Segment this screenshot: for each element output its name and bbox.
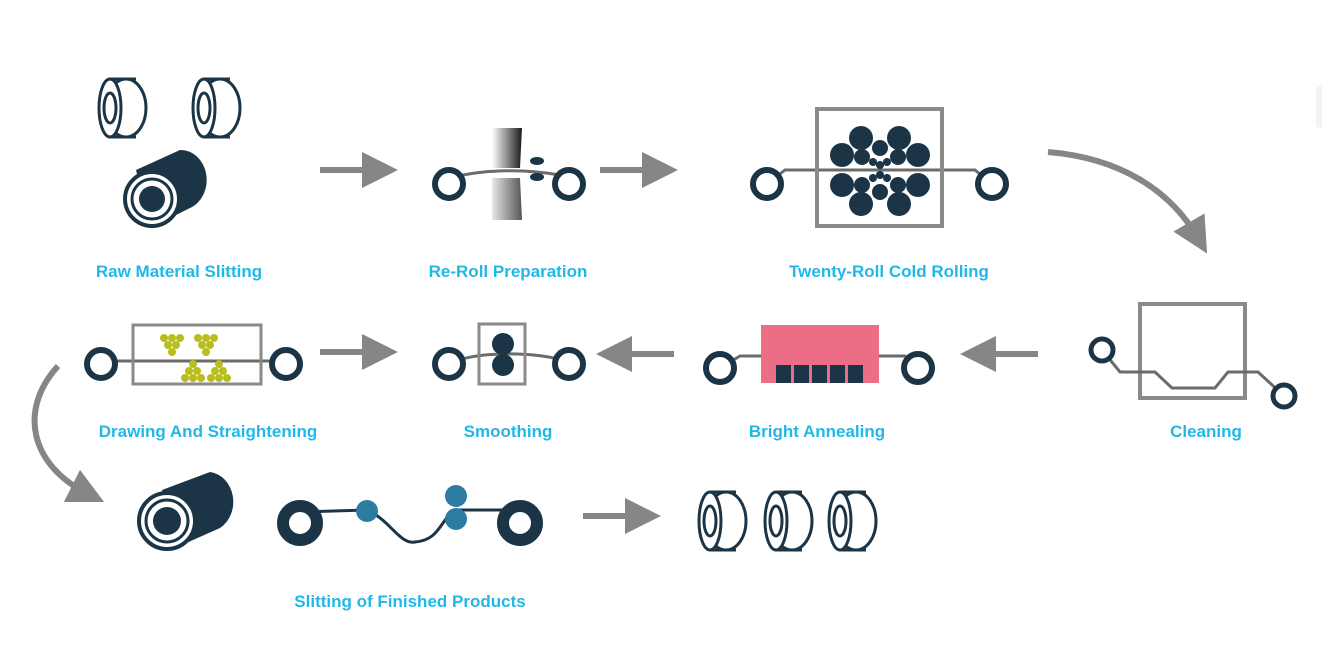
bright-annealing-illustration [703, 325, 935, 385]
slit-coil-icon [763, 490, 814, 552]
step-label-smoothing: Smoothing [464, 422, 553, 441]
slit-coil-icon [697, 490, 748, 552]
roller-icon [492, 333, 514, 355]
reel-icon [552, 167, 586, 201]
step-label-cleaning: Cleaning [1170, 422, 1242, 441]
cluster-rollers-icon [830, 126, 930, 216]
straightening-balls-icon [160, 334, 231, 382]
slit-coil-icon [97, 77, 148, 139]
straightener-frame [131, 323, 263, 386]
cutting-blade-icon [492, 128, 522, 168]
steel-coil-icon [123, 149, 207, 228]
furnace-burners [776, 365, 863, 383]
flow-arrow [1047, 149, 1208, 254]
reel-icon [497, 500, 543, 546]
roller-icon [530, 157, 544, 165]
reel-icon [703, 351, 737, 385]
slit-coil-icon [827, 490, 878, 552]
cutting-blade-icon [492, 178, 522, 220]
step-label-twenty-roll-cold-rolling: Twenty-Roll Cold Rolling [789, 262, 989, 281]
smoothing-illustration [432, 322, 586, 386]
raw-material-slitting-illustration [97, 77, 242, 228]
side-tab[interactable] [1316, 86, 1322, 128]
cleaning-illustration [1088, 302, 1298, 410]
step-label-raw-material-slitting: Raw Material Slitting [96, 262, 262, 281]
step-label-drawing-and-straightening: Drawing And Straightening [99, 422, 317, 441]
reel-icon [1088, 336, 1116, 364]
step-label-slitting-of-finished-products: Slitting of Finished Products [294, 592, 525, 611]
twenty-roll-cold-rolling-illustration [750, 107, 1009, 228]
reel-icon [750, 167, 784, 201]
drawing-and-straightening-illustration [84, 323, 303, 386]
reel-icon [432, 347, 466, 381]
cleaning-tank-frame [1138, 302, 1247, 400]
re-roll-preparation-illustration [432, 128, 586, 220]
smoothing-frame [477, 322, 527, 386]
roller-icon [445, 485, 467, 507]
steel-strip-line [299, 508, 520, 544]
reel-icon [269, 347, 303, 381]
reel-icon [84, 347, 118, 381]
roller-icon [356, 500, 378, 522]
reel-icon [552, 347, 586, 381]
flow-arrow [31, 363, 105, 503]
roller-icon [530, 173, 544, 181]
step-label-bright-annealing: Bright Annealing [749, 422, 885, 441]
slit-coil-icon [191, 77, 242, 139]
reel-icon [1270, 382, 1298, 410]
roller-icon [445, 508, 467, 530]
step-label-re-roll-preparation: Re-Roll Preparation [429, 262, 588, 281]
finished-coils-illustration [697, 490, 878, 552]
rolling-mill-frame [815, 107, 944, 228]
reel-icon [277, 500, 323, 546]
slitting-of-finished-products-illustration [137, 472, 543, 551]
reel-icon [901, 351, 935, 385]
steel-coil-icon [137, 472, 234, 551]
steel-strip-line [1100, 349, 1285, 397]
roller-icon [492, 354, 514, 376]
reel-icon [975, 167, 1009, 201]
reel-icon [432, 167, 466, 201]
